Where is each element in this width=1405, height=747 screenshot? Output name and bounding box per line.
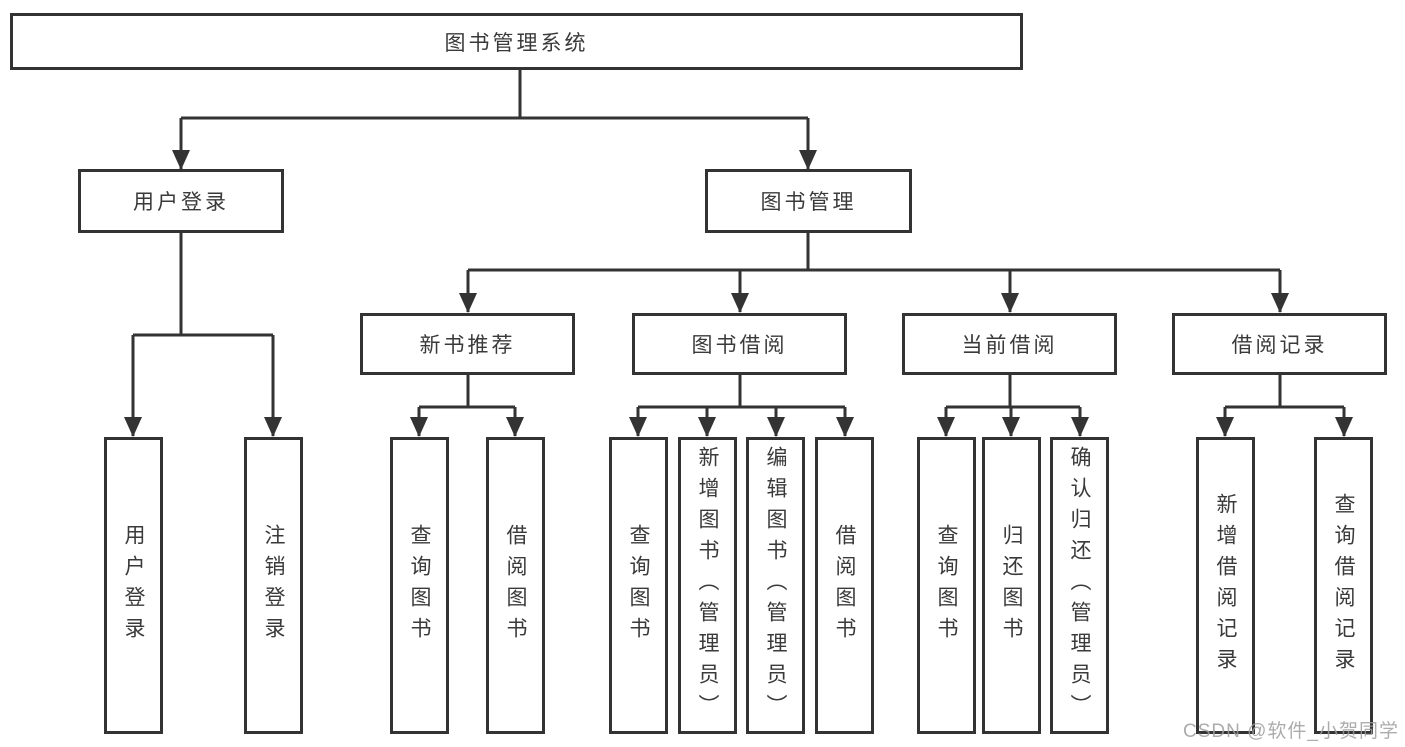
connector-root-to-level2 (172, 70, 817, 170)
node-leaf-query-books-1: 查询图书 (390, 437, 449, 734)
connector-new-book-recommend-children (410, 375, 524, 437)
connector-current-borrowing-children (937, 375, 1089, 437)
node-book-management: 图书管理 (705, 169, 912, 233)
connector-user-login-children (124, 233, 282, 437)
node-leaf-add-book-admin: 新增图书（管理员） (678, 437, 737, 734)
node-label: 查询图书 (408, 523, 431, 648)
csdn-watermark: CSDN @软件_小贺同学 (1183, 721, 1399, 742)
node-label: 借阅图书 (833, 523, 856, 648)
node-label: 查询借阅记录 (1332, 492, 1355, 679)
node-leaf-query-borrow-record: 查询借阅记录 (1314, 437, 1373, 734)
node-label: 用户登录 (122, 523, 145, 648)
node-label: 新增借阅记录 (1214, 492, 1237, 679)
node-label: 查询图书 (935, 523, 958, 648)
node-borrowing-records: 借阅记录 (1172, 313, 1387, 375)
node-label: 查询图书 (627, 523, 650, 648)
node-leaf-query-books-3: 查询图书 (917, 437, 976, 734)
node-leaf-borrow-books-2: 借阅图书 (815, 437, 874, 734)
node-leaf-user-login: 用户登录 (104, 437, 163, 734)
node-library-management-system: 图书管理系统 (10, 13, 1023, 70)
node-leaf-confirm-return-admin: 确认归还（管理员） (1050, 437, 1109, 734)
node-label: 归还图书 (1000, 523, 1023, 648)
node-leaf-logout: 注销登录 (244, 437, 303, 734)
connector-book-borrowing-children (629, 375, 854, 437)
node-leaf-borrow-books-1: 借阅图书 (486, 437, 545, 734)
connector-book-management-children (459, 233, 1289, 313)
node-leaf-return-books: 归还图书 (982, 437, 1041, 734)
node-current-borrowing: 当前借阅 (902, 313, 1117, 375)
connector-borrowing-records-children (1216, 375, 1353, 437)
node-user-login: 用户登录 (78, 169, 284, 233)
node-label: 编辑图书（管理员） (764, 446, 787, 725)
node-label: 新增图书（管理员） (696, 446, 719, 725)
node-leaf-edit-book-admin: 编辑图书（管理员） (746, 437, 805, 734)
node-label: 确认归还（管理员） (1068, 446, 1091, 725)
node-leaf-query-books-2: 查询图书 (609, 437, 668, 734)
node-new-book-recommend: 新书推荐 (360, 313, 575, 375)
node-label: 借阅图书 (504, 523, 527, 648)
node-leaf-add-borrow-record: 新增借阅记录 (1196, 437, 1255, 734)
node-label: 注销登录 (262, 523, 285, 648)
node-book-borrowing: 图书借阅 (632, 313, 847, 375)
